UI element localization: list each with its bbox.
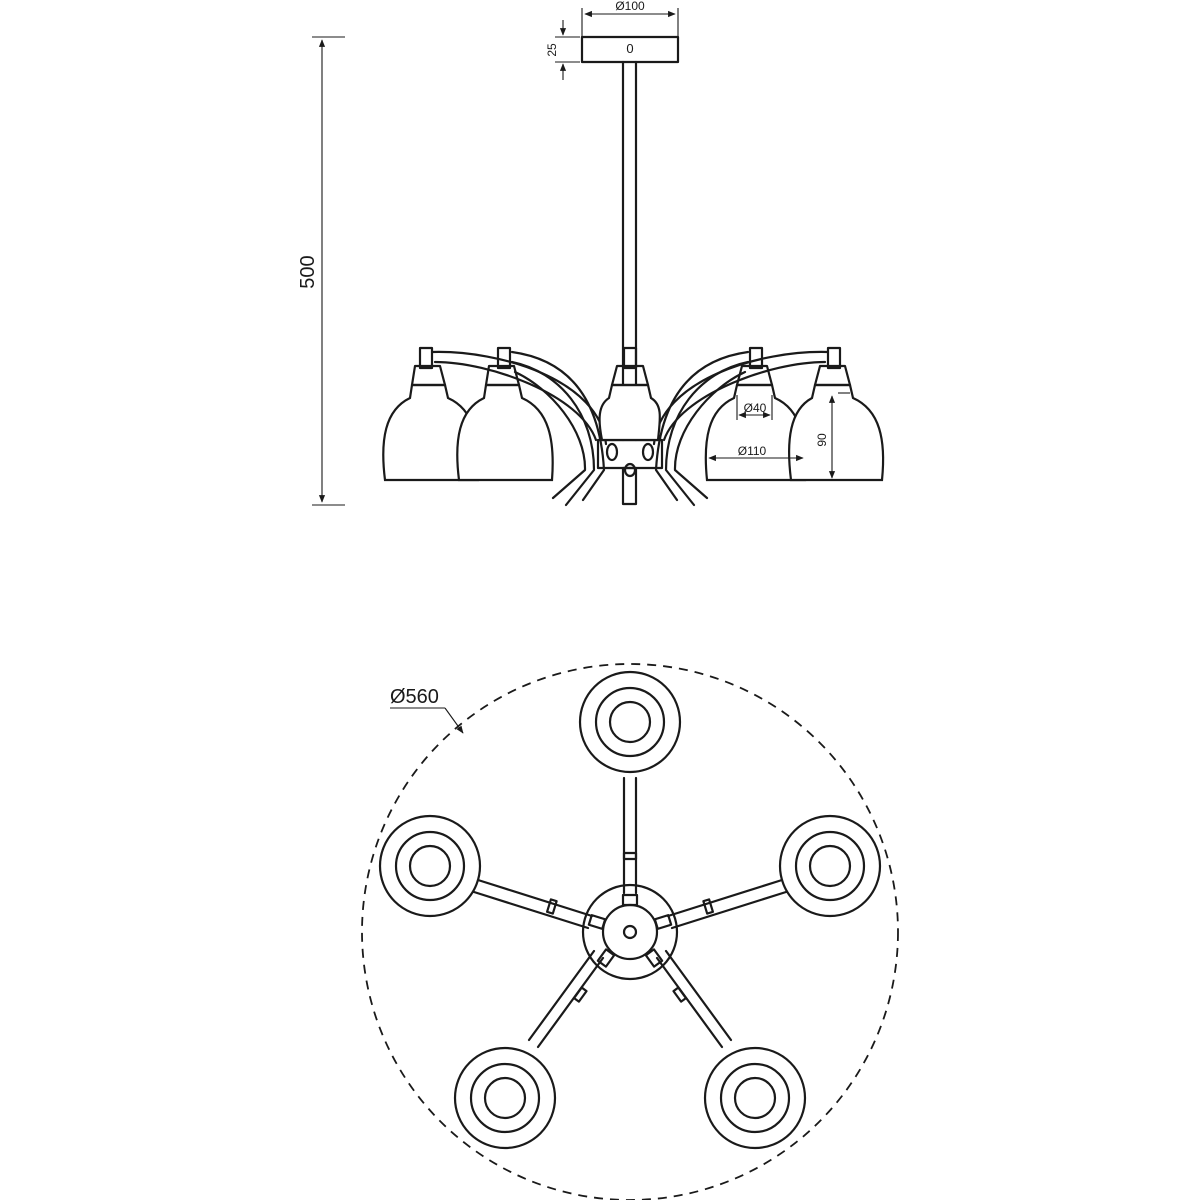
overall-diameter-dimension: Ø560 xyxy=(390,686,464,734)
shade-diameter-label: Ø110 xyxy=(738,444,767,458)
down-rod xyxy=(621,60,638,442)
hub-knobs xyxy=(605,442,655,478)
shade-height-dimension: 90 xyxy=(815,392,850,479)
glass-shade-2 xyxy=(456,364,554,482)
plan-arms xyxy=(472,776,788,1049)
plan-lamp-left xyxy=(378,814,482,918)
plan-lamp-right xyxy=(778,814,882,918)
plan-lamp-bottom-right xyxy=(703,1046,807,1150)
height-dimension: 500 xyxy=(297,36,345,506)
shade-diameter-dimension: Ø110 xyxy=(708,444,804,462)
shade-top-diameter-label: Ø40 xyxy=(744,401,767,415)
overall-diameter-circle xyxy=(361,663,899,1200)
canopy-height-dimension: 25 xyxy=(545,20,580,80)
canopy-diameter-dimension: Ø100 xyxy=(581,0,679,37)
glass-shade-center xyxy=(598,364,661,442)
lamp-holders xyxy=(418,346,842,370)
hub-finial xyxy=(621,466,638,506)
canopy-mark: 0 xyxy=(626,41,633,56)
glass-shade-5 xyxy=(788,364,885,482)
ceiling-canopy xyxy=(580,35,680,64)
canopy-diameter-label: Ø100 xyxy=(615,0,645,13)
plan-lamp-bottom-left xyxy=(453,1046,557,1150)
plan-lamp-top xyxy=(578,670,682,774)
shade-top-diameter-dimension: Ø40 xyxy=(736,395,773,420)
total-height-label: 500 xyxy=(297,255,319,288)
canopy-height-label: 25 xyxy=(545,43,559,57)
plan-hub xyxy=(581,883,679,981)
plan-view: Ø560 xyxy=(361,663,899,1200)
side-elevation-view: 500 Ø100 25 0 xyxy=(297,0,885,507)
overall-diameter-label: Ø560 xyxy=(390,686,439,708)
shade-height-label: 90 xyxy=(815,433,829,447)
